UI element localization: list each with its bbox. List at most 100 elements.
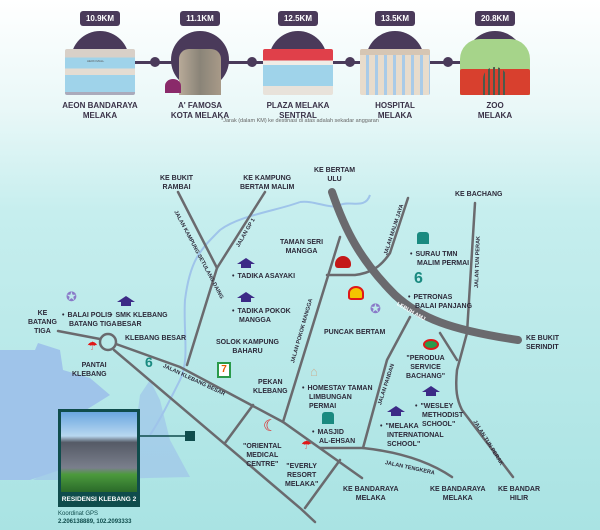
label-line: BALAI PANJANG <box>415 303 473 310</box>
direction-kampung-bertam: KE KAMPUNG BERTAM MALIM <box>240 174 294 192</box>
timeline-dot <box>345 57 355 67</box>
direction-bandar-hilir: KE BANDAR HILIR <box>498 485 540 503</box>
footnote: *Jarak (dalam KM) ke destinasi di atas a… <box>221 118 379 124</box>
label-line: PETRONAS <box>408 293 472 302</box>
destination-name: ZOO <box>486 101 504 110</box>
poi-tadika-asayaki: TADIKA ASAYAKI <box>232 272 295 281</box>
distance-badge: 20.8KM <box>474 11 515 26</box>
label-line: BALAI POLIS <box>62 311 117 320</box>
pizza-hut-icon <box>335 256 351 268</box>
label-line: KE BACHANG <box>455 191 503 198</box>
perodua-icon <box>423 339 439 350</box>
road-klebang-besar <box>56 329 364 480</box>
school-icon <box>387 406 405 418</box>
road-diagonal <box>112 348 317 524</box>
destination-name: AEON BANDARAYA <box>62 101 138 110</box>
property-name: RESIDENSI KLEBANG 2 <box>61 496 137 503</box>
road-link <box>223 403 255 445</box>
destination-name: MELAKA <box>477 111 513 120</box>
area-puncak: PUNCAK BERTAM <box>324 328 385 337</box>
label-line: KE KAMPUNG <box>243 175 292 182</box>
label-line: MELAKA <box>442 495 473 502</box>
label-line: TADIKA ASAYAKI <box>237 273 296 280</box>
label-line: KLEBANG BESAR <box>125 335 187 342</box>
label-line: BATANG <box>28 319 57 326</box>
label-line: BACHANG" <box>406 373 446 380</box>
location-marker <box>185 431 195 441</box>
area-klebang-besar: KLEBANG BESAR <box>125 334 186 343</box>
label-line: SCHOOL" <box>387 441 421 448</box>
timeline-dot <box>443 57 453 67</box>
destination-name: A' FAMOSA <box>177 101 223 110</box>
petronas-icon: 6 <box>414 270 423 287</box>
label-line: TIGA <box>34 328 51 335</box>
label-line: MALIM PERMAI <box>417 260 470 267</box>
road-link2 <box>303 458 342 510</box>
label-line: MANGGA <box>239 317 271 324</box>
shop-icon <box>263 31 333 95</box>
label-line: METHODIST <box>422 412 464 419</box>
zoo-icon <box>460 31 530 95</box>
road-lebuh-amj <box>328 188 522 344</box>
police-icon: ✪ <box>370 301 381 316</box>
destination-name: MELAKA <box>82 111 118 120</box>
label-line: BESAR <box>117 321 142 328</box>
label-line: BATANG TIGA <box>69 321 117 328</box>
label-line: KE BERTAM <box>314 167 356 174</box>
label-line: BAHARU <box>232 348 263 355</box>
label-line: "MELAKA <box>380 422 444 431</box>
label-line: BERTAM MALIM <box>240 184 295 191</box>
house-icon: ⌂ <box>310 364 318 379</box>
label-line: HILIR <box>509 495 529 502</box>
property-card[interactable]: RESIDENSI KLEBANG 2 <box>58 409 140 507</box>
poi-perodua: "PERODUA SERVICE BACHANG" <box>406 354 445 381</box>
destination-name: KOTA MELAKA <box>170 111 230 120</box>
road-pandan <box>361 315 412 450</box>
sea <box>0 343 110 480</box>
label-line: RESORT <box>287 472 317 479</box>
label-line: SMK KLEBANG <box>110 311 167 320</box>
road-perodua <box>438 331 459 362</box>
timeline-dot <box>150 57 160 67</box>
red-crescent-icon: ☾ <box>263 418 278 435</box>
mosque-icon <box>322 412 334 424</box>
mall-icon: AEON MALL <box>65 31 135 95</box>
property-image <box>61 412 137 492</box>
label-line: "ORIENTAL <box>243 443 282 450</box>
school-icon <box>237 292 255 304</box>
roundabout <box>98 332 118 352</box>
river <box>149 201 301 436</box>
label-line: "EVERLY <box>286 463 317 470</box>
destination-name: MELAKA <box>377 111 413 120</box>
road-gp1 <box>185 190 267 367</box>
label-line: KE BUKIT <box>526 335 560 342</box>
label-line: KE <box>37 310 48 317</box>
sea-inlet <box>33 380 190 480</box>
road-setulang <box>176 190 219 270</box>
label-line: MANGGA <box>285 248 318 255</box>
label-line: KE BANDAR <box>498 486 540 493</box>
label-line: SERVICE <box>410 364 441 371</box>
direction-batang-tiga: KE BATANG TIGA <box>28 309 57 336</box>
label-line: RAMBAI <box>162 184 191 191</box>
gps-value: 2.206138889, 102.2093333 <box>58 519 132 525</box>
label-line: "PERODUA <box>406 355 445 362</box>
school-icon <box>117 296 135 308</box>
label-line: MASJID <box>312 428 355 437</box>
